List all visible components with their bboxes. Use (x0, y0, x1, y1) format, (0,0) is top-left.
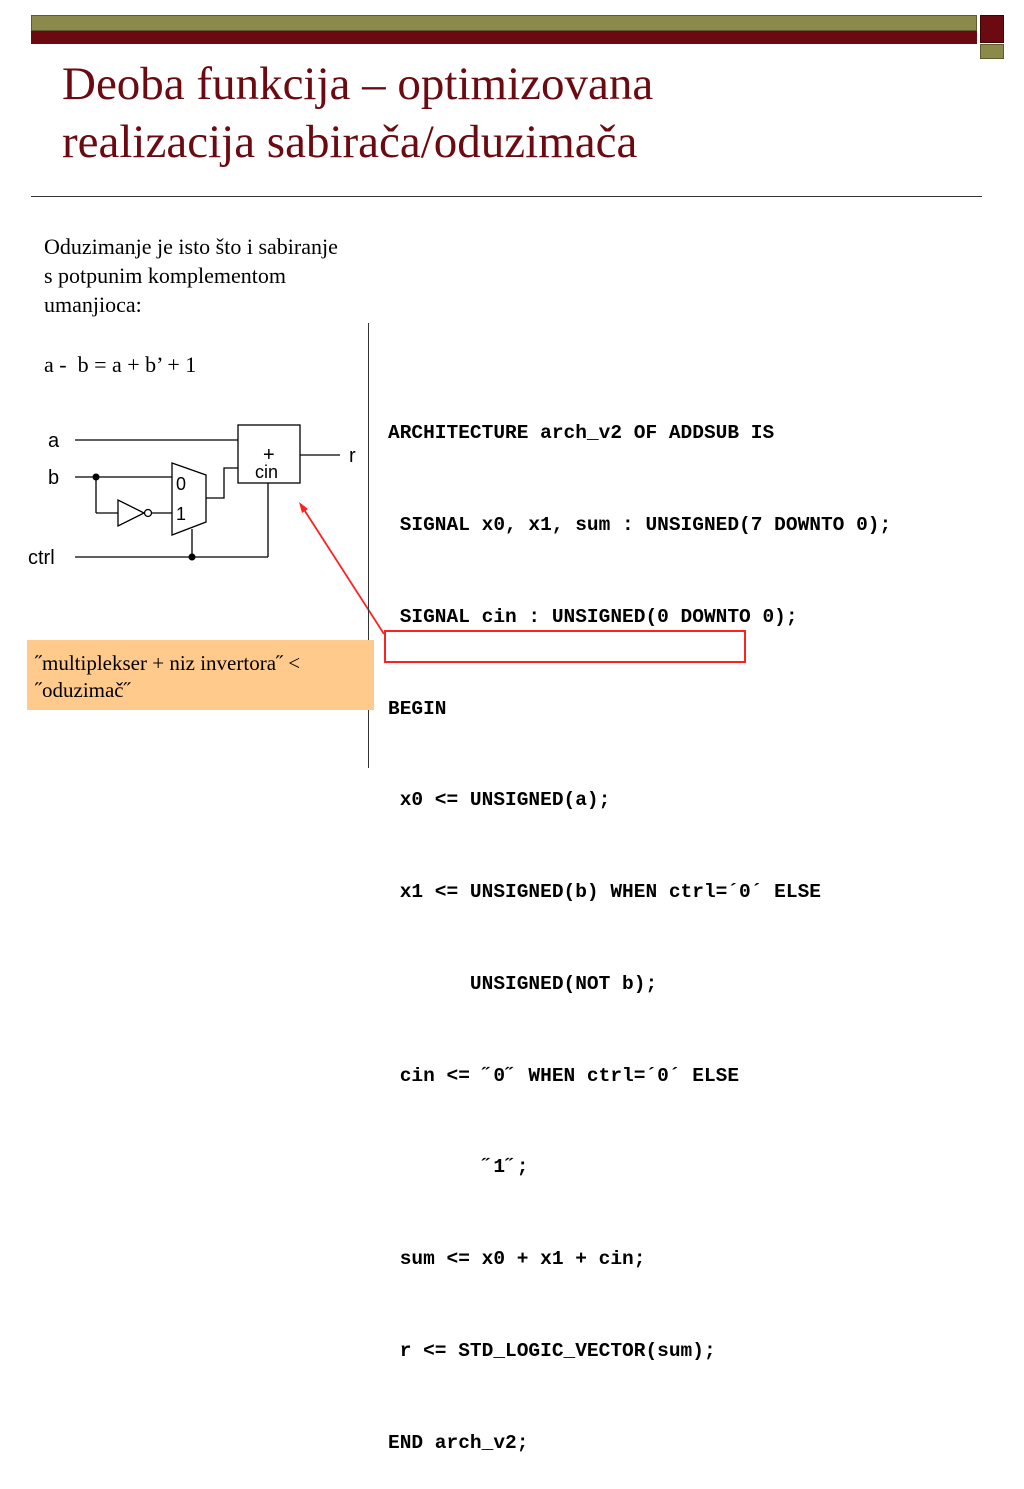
code-line: ARCHITECTURE arch_v2 OF ADDSUB IS (388, 422, 775, 445)
equation: a - b = a + b’ + 1 (44, 352, 197, 377)
adder-cin-label: cin (255, 462, 278, 482)
junction-b (92, 473, 100, 481)
description-line: Oduzimanje je isto što i sabiranje (44, 234, 338, 259)
description-line: s potpunim komplementom (44, 263, 286, 288)
top-decor-maroon (31, 31, 977, 44)
corner-decor (980, 15, 1004, 59)
slide-title-line: Deoba funkcija – optimizovana (62, 58, 654, 110)
vhdl-code-block: ARCHITECTURE arch_v2 OF ADDSUB IS SIGNAL… (388, 357, 891, 1489)
top-decor-olive (31, 15, 977, 31)
code-line: UNSIGNED(NOT b); (388, 972, 658, 995)
note-line: ˝multiplekser + niz invertora˝ < (35, 651, 301, 675)
code-highlight-box (384, 630, 746, 663)
corner-decor-maroon (980, 15, 1004, 43)
wire-mux-to-adder (206, 467, 238, 499)
inverter-triangle (117, 498, 146, 528)
code-line: x1 <= UNSIGNED(b) WHEN ctrl=´0´ ELSE (388, 881, 821, 904)
adder-box (237, 424, 301, 484)
code-line: SIGNAL x0, x1, sum : UNSIGNED(7 DOWNTO 0… (388, 513, 892, 536)
top-decor-bar (31, 15, 977, 44)
code-line: SIGNAL cin : UNSIGNED(0 DOWNTO 0); (388, 605, 798, 628)
code-line: x0 <= UNSIGNED(a); (388, 789, 611, 812)
description-line: umanjioca: (44, 292, 142, 317)
slide-title: Deoba funkcija – optimizovana realizacij… (62, 55, 992, 171)
mux-body (171, 462, 207, 536)
label-b: b (48, 467, 59, 489)
code-line: END arch_v2; (388, 1431, 529, 1454)
highlight-arrow-line (302, 507, 385, 635)
label-ctrl: ctrl (28, 547, 55, 569)
slide-title-line: realizacija sabirača/oduzimača (62, 116, 638, 168)
code-line: cin <= ˝0˝ WHEN ctrl=´0´ ELSE (388, 1064, 740, 1087)
description: Oduzimanje je isto što i sabiranje s pot… (44, 232, 444, 319)
adder-plus-label: + (263, 444, 275, 466)
label-a: a (48, 430, 60, 452)
note-box: ˝multiplekser + niz invertora˝ < ˝oduzim… (27, 640, 374, 710)
code-line: r <= STD_LOGIC_VECTOR(sum); (388, 1340, 716, 1362)
code-line: sum <= x0 + x1 + cin; (388, 1248, 646, 1271)
inverter-bubble (143, 508, 153, 518)
mux-input-0-label: 0 (176, 474, 186, 494)
code-line: ˝1˝; (388, 1156, 529, 1179)
title-divider (31, 196, 982, 197)
mux-input-1-label: 1 (176, 504, 186, 524)
note-line: ˝oduzimač˝ (35, 678, 131, 702)
circuit-diagram: a b ctrl r + cin 0 1 (28, 424, 385, 635)
corner-decor-olive (980, 44, 1004, 59)
code-line: BEGIN (388, 697, 447, 720)
label-r: r (349, 445, 356, 467)
column-divider (368, 323, 369, 768)
junction-ctrl (188, 553, 196, 561)
highlight-arrow-head (299, 502, 308, 513)
